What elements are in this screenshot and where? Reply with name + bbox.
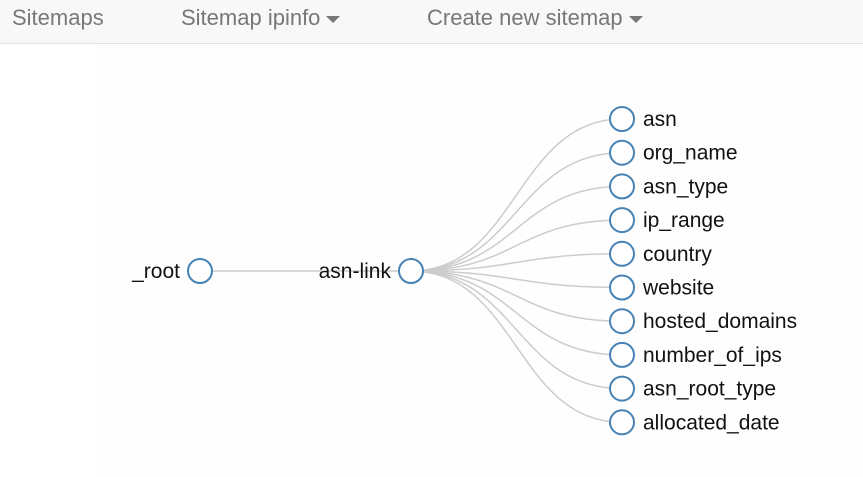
child-node[interactable]: hosted_domains	[609, 308, 797, 335]
child-node-circle[interactable]	[609, 308, 635, 335]
caret-down-icon	[628, 15, 643, 23]
asn-link-to-child-edge	[410, 270, 623, 289]
root-node-circle[interactable]	[187, 258, 213, 284]
asn-link-to-child-edge	[410, 151, 623, 272]
child-node-circle[interactable]	[609, 274, 635, 301]
asn-link-to-child-edge	[410, 270, 623, 356]
child-node-label: website	[642, 277, 714, 300]
child-node-label: asn_root_type	[643, 378, 776, 401]
asn-link-node-circle[interactable]	[398, 258, 424, 284]
asn-link-to-child-edge	[410, 118, 623, 272]
child-node-label: number_of_ips	[643, 344, 782, 367]
child-node-label: ip_range	[643, 209, 725, 232]
asn-link-node[interactable]: asn-link	[319, 258, 424, 284]
asn-link-to-child-edge	[410, 270, 623, 322]
child-node-label: allocated_date	[643, 411, 780, 434]
root-node[interactable]: _root	[131, 258, 213, 284]
root-node-label: _root	[131, 260, 180, 283]
caret-down-icon	[326, 15, 341, 23]
asn-link-node-label: asn-link	[319, 260, 392, 283]
top-navbar: Sitemaps Sitemap ipinfo Create new sitem…	[0, 0, 863, 44]
asn-link-to-child-edge	[410, 219, 623, 272]
child-node-label: org_name	[643, 142, 738, 165]
asn-link-to-child-edge	[410, 270, 623, 390]
child-node-label: hosted_domains	[643, 310, 797, 333]
sitemap-dropdown[interactable]: Sitemap ipinfo	[181, 0, 341, 44]
child-node-label: asn	[643, 108, 677, 131]
asn-link-to-child-edge	[410, 270, 623, 424]
asn-link-to-child-edge	[410, 185, 623, 272]
child-node-circle[interactable]	[609, 207, 635, 234]
child-node[interactable]: ip_range	[609, 207, 725, 234]
child-node-circle[interactable]	[609, 106, 635, 132]
child-node[interactable]: org_name	[609, 139, 738, 166]
sitemap-dropdown-label: Sitemap ipinfo	[181, 5, 321, 30]
child-node[interactable]: country	[609, 240, 712, 267]
sitemaps-link[interactable]: Sitemaps	[12, 0, 104, 44]
child-node-circle[interactable]	[609, 240, 635, 267]
asn-link-to-child-edge	[410, 253, 623, 272]
child-node-circle[interactable]	[609, 139, 635, 166]
child-node[interactable]: asn_root_type	[609, 375, 776, 402]
child-node[interactable]: asn_type	[609, 173, 728, 200]
child-node-label: asn_type	[643, 175, 728, 198]
child-node-circle[interactable]	[609, 173, 635, 200]
child-node[interactable]: allocated_date	[609, 409, 780, 436]
graph-links	[199, 118, 623, 424]
create-sitemap-dropdown[interactable]: Create new sitemap	[427, 0, 643, 44]
child-node-circle[interactable]	[609, 341, 635, 368]
child-node-circle[interactable]	[609, 375, 635, 402]
child-node-circle[interactable]	[609, 409, 635, 436]
sitemaps-label: Sitemaps	[12, 5, 104, 30]
child-node-label: country	[643, 243, 712, 266]
child-node[interactable]: website	[609, 274, 714, 301]
create-sitemap-label: Create new sitemap	[427, 5, 623, 30]
child-node[interactable]: asn	[609, 106, 677, 132]
child-node[interactable]: number_of_ips	[609, 341, 782, 368]
